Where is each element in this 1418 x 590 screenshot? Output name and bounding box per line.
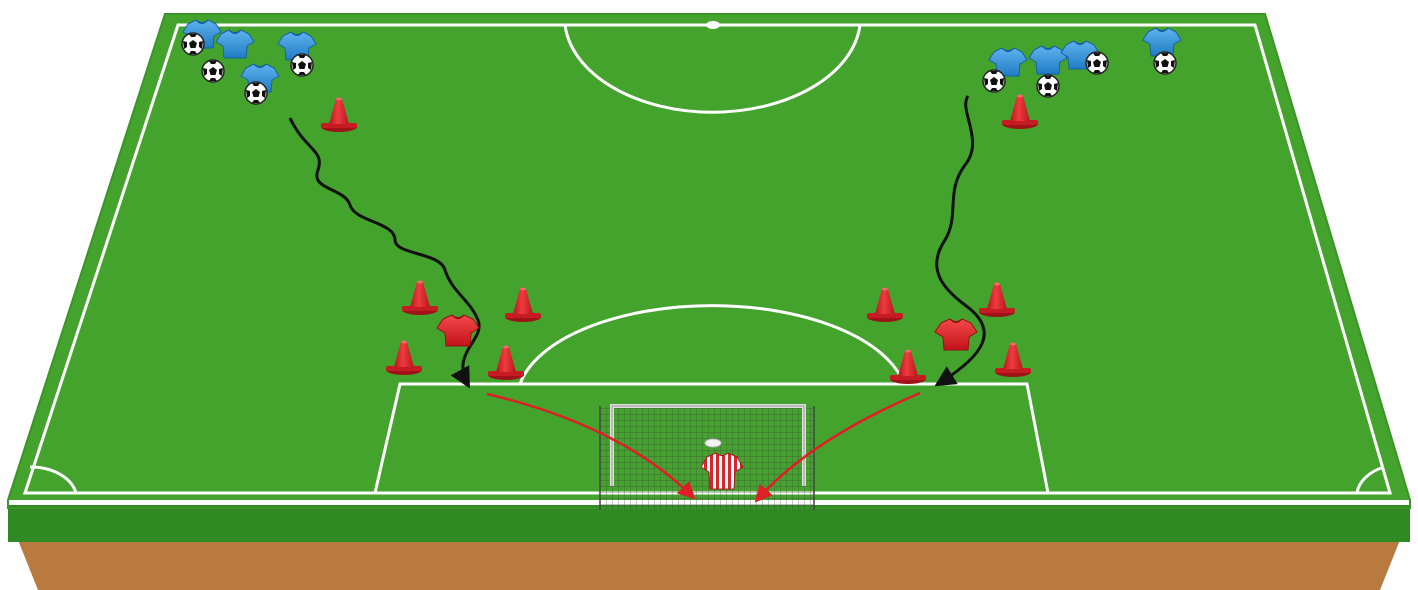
center-spot xyxy=(706,21,720,29)
ball-icon xyxy=(1037,75,1059,97)
ball-icon xyxy=(983,70,1005,92)
ball-icon xyxy=(1154,52,1176,74)
ball-icon xyxy=(291,54,313,76)
ball-icon xyxy=(182,33,204,55)
ball-icon xyxy=(202,60,224,82)
ball-icon xyxy=(1086,52,1108,74)
ball-icon xyxy=(245,82,267,104)
goalkeeper-head xyxy=(705,439,721,447)
